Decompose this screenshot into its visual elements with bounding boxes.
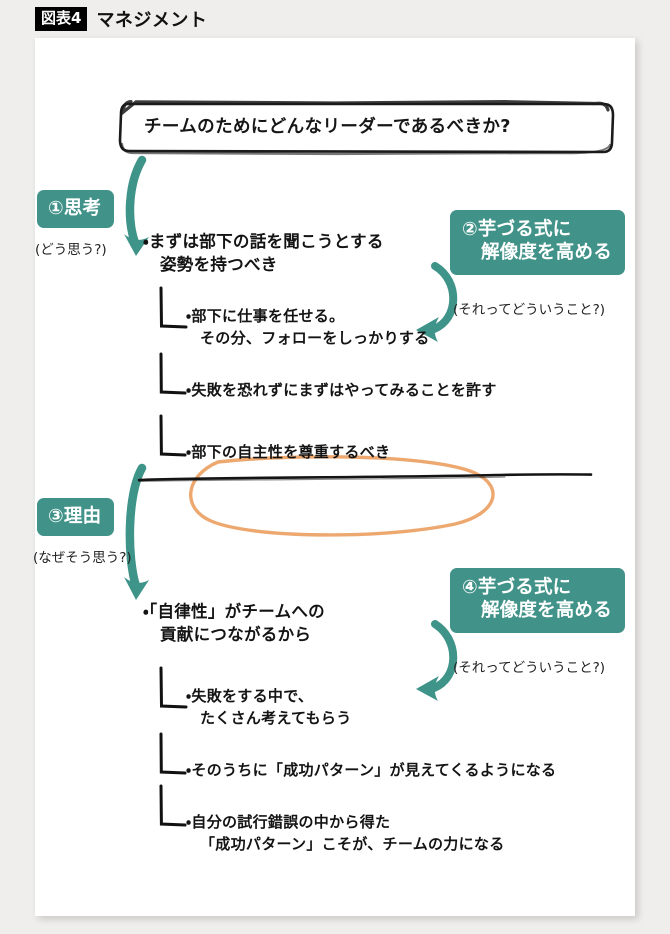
handdrawn-vector-layer (118, 99, 615, 827)
thought-main-line1: ・まずは部下の話を聞こうとする (143, 232, 384, 251)
step-note-4: (それってどういうこと?) (453, 660, 606, 676)
thought-main-line2: 姿勢を持つべき (160, 255, 278, 275)
reason-main-line2: 貢献につながるから (160, 625, 312, 645)
thought-item-3-line1: ・部下の自主性を尊重するべき (186, 443, 391, 461)
diagram-canvas: チームのためにどんなリーダーであるべきか? ①思考 (どう思う?) ②芋づる式に… (33, 38, 635, 916)
step-note-2: (それってどういうこと?) (453, 302, 606, 318)
highlight-ellipse (189, 455, 495, 537)
reason-main-line1: ・「自律性」がチームへの (143, 602, 325, 621)
reason-item-1: ・失敗をする中で、 たくさん考えてもらう (186, 686, 352, 730)
step-chip-2[interactable]: ②芋づる式に 解像度を高める (450, 210, 625, 275)
reason-item-2: ・そのうちに「成功パターン」が見えてくるようになる (186, 760, 556, 782)
reason-main-statement: ・「自律性」がチームへの 貢献につながるから (143, 600, 325, 647)
arrow-step4-to-subitem (416, 620, 458, 701)
bracket-marks-reason (159, 666, 188, 827)
question-text: チームのためにどんなリーダーであるべきか? (144, 117, 511, 137)
bracket-marks-thought (159, 286, 188, 457)
thought-item-1-line1: ・部下に仕事を任せる。 (186, 307, 345, 325)
step-note-1: (どう思う?) (35, 242, 107, 258)
diagram-card: チームのためにどんなリーダーであるべきか? ①思考 (どう思う?) ②芋づる式に… (33, 38, 635, 916)
reason-item-3-line2: 「成功パターン」こそが、チームの力になる (200, 834, 505, 853)
thought-item-2-line1: ・失敗を恐れずにまずはやってみることを許す (186, 381, 497, 399)
thought-item-1: ・部下に仕事を任せる。 その分、フォローをしっかりする (186, 306, 430, 350)
step-chip-1-line1: ①思考 (48, 198, 102, 219)
reason-item-3: ・自分の試行錯誤の中から得た 「成功パターン」こそが、チームの力になる (186, 812, 505, 856)
thought-item-2: ・失敗を恐れずにまずはやってみることを許す (186, 380, 497, 402)
step-chip-4-line2: 解像度を高める (481, 600, 612, 622)
thought-item-3-highlighted: ・部下の自主性を尊重するべき (186, 442, 390, 464)
arrow-reason-entry (124, 463, 149, 600)
reason-item-3-line1: ・自分の試行錯誤の中から得た (186, 813, 391, 831)
step-chip-2-line1: ②芋づる式に (462, 219, 572, 240)
step-chip-4[interactable]: ④芋づる式に 解像度を高める (450, 568, 625, 633)
step-chip-3[interactable]: ③理由 (37, 498, 115, 537)
thought-main-statement: ・まずは部下の話を聞こうとする 姿勢を持つべき (143, 230, 384, 277)
page-title: マネジメント (96, 10, 208, 31)
step-chip-3-line1: ③理由 (48, 506, 102, 527)
step-note-3: (なぜそう思う?) (33, 550, 132, 566)
step-chip-1[interactable]: ①思考 (37, 190, 115, 229)
section-divider (137, 473, 593, 482)
step-chip-4-line1: ④芋づる式に (462, 577, 572, 598)
thought-item-1-line2: その分、フォローをしっかりする (200, 328, 430, 347)
step-chip-2-line2: 解像度を高める (481, 242, 612, 264)
reason-item-2-line1: ・そのうちに「成功パターン」が見えてくるようになる (186, 761, 557, 779)
reason-item-1-line2: たくさん考えてもらう (200, 708, 352, 727)
reason-item-1-line1: ・失敗をする中で、 (186, 687, 314, 705)
figure-number-badge: 図表4 (35, 7, 88, 31)
question-box: チームのためにどんなリーダーであるべきか? (120, 100, 614, 152)
figure-header: 図表4 マネジメント (0, 0, 670, 38)
